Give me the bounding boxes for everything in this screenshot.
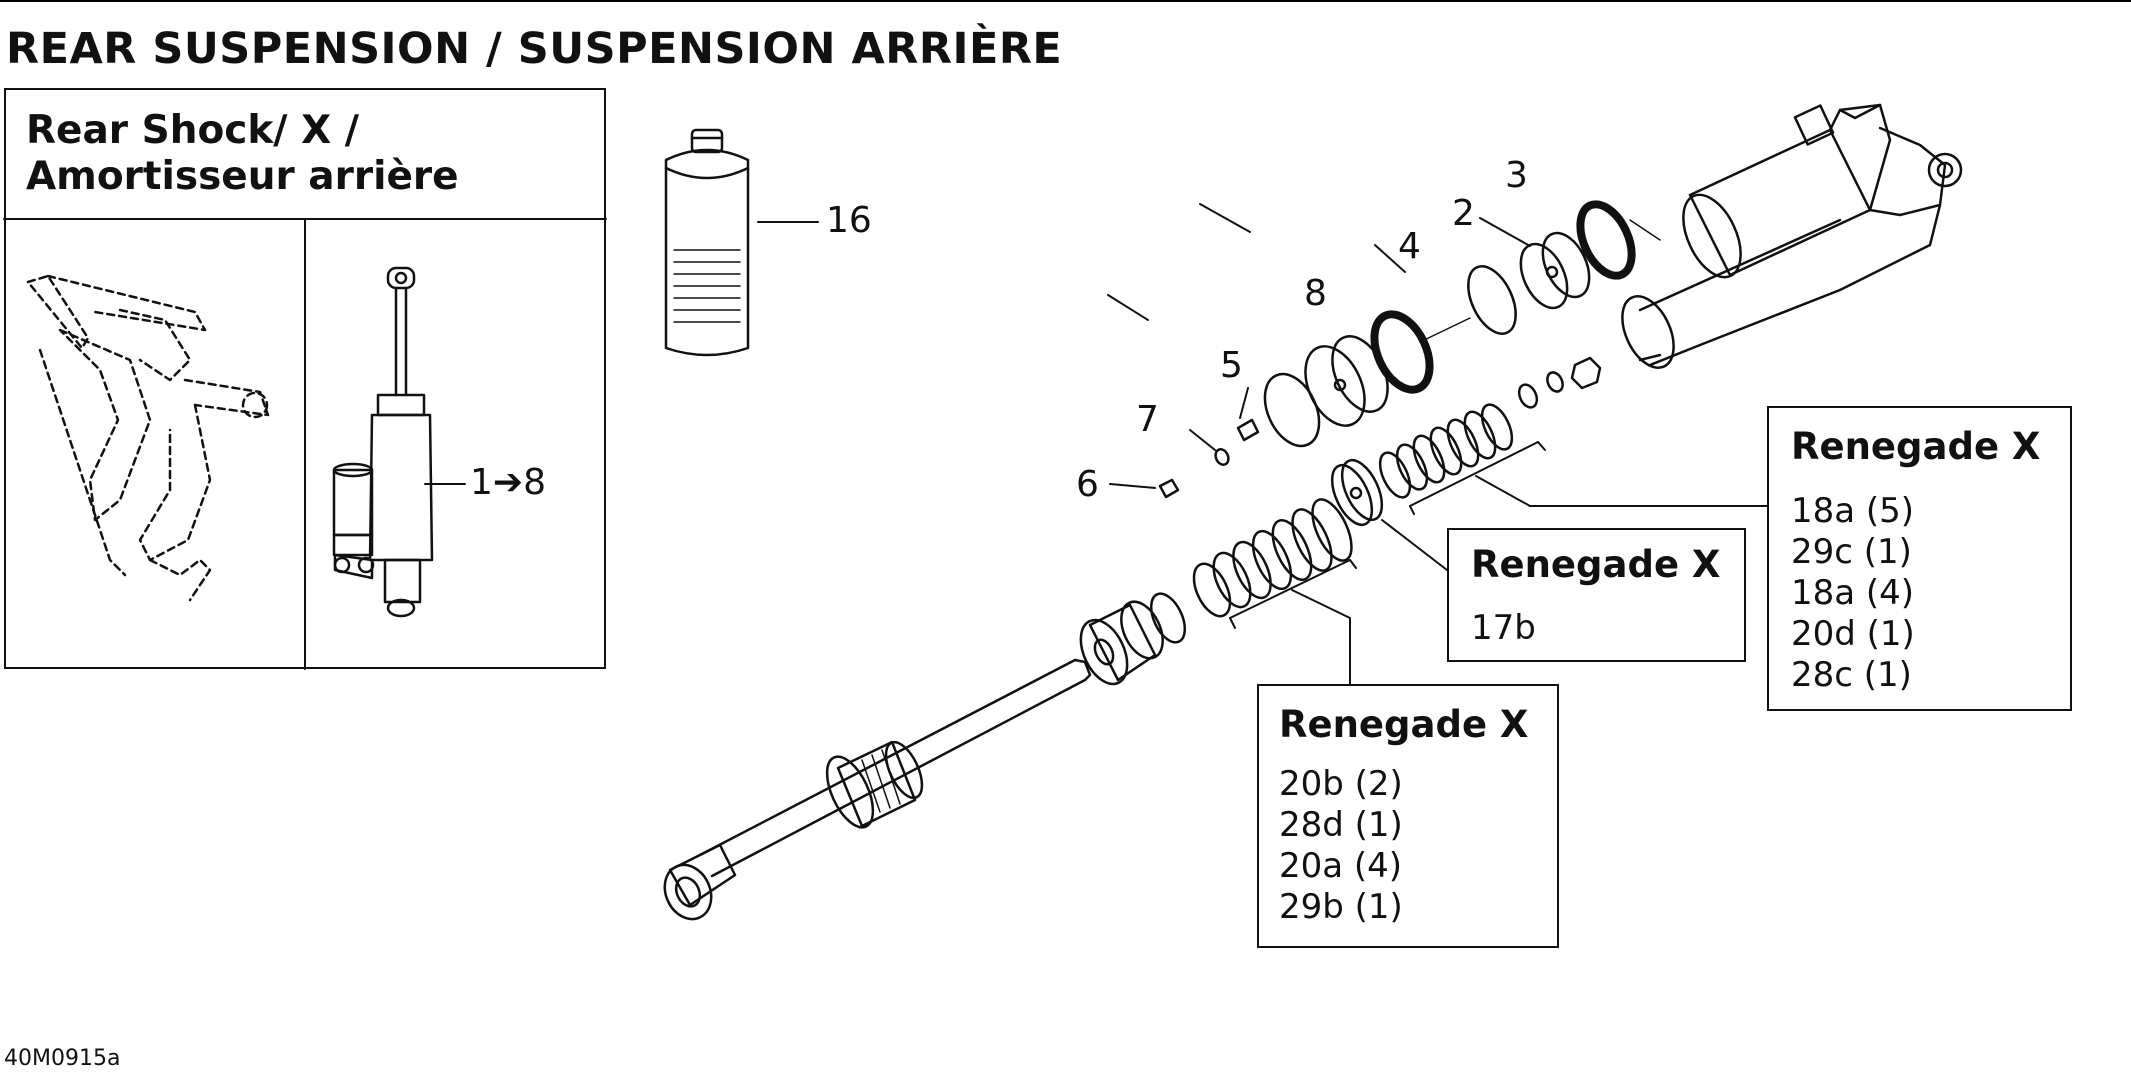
frame-outline-icon xyxy=(26,274,270,602)
kit-part: 20d (1) xyxy=(1791,614,1915,654)
shock-body-icon xyxy=(1621,103,1963,369)
reference-title-line1: Rear Shock/ X / xyxy=(26,108,360,153)
callout-5: 5 xyxy=(1220,345,1243,386)
callout-1-8: 1➔8 xyxy=(470,462,546,503)
assembly-axis-line xyxy=(1419,317,1471,343)
kit-box-piston: Renegade X 17b xyxy=(1447,528,1746,662)
assembly-axis-line xyxy=(1629,219,1661,241)
kit-part: 28d (1) xyxy=(1279,805,1403,845)
washer-icon xyxy=(1517,383,1539,409)
o-ring-icon xyxy=(1370,310,1434,394)
callout-3: 3 xyxy=(1505,155,1528,196)
top-rule xyxy=(0,0,2131,2)
shock-oil-bottle-icon xyxy=(664,128,819,357)
piston-icon xyxy=(1330,458,1384,527)
leader-lines xyxy=(424,203,1768,685)
shock-reference-icon xyxy=(332,266,434,618)
callout-6: 6 xyxy=(1076,464,1099,505)
valve-core-icon xyxy=(1236,418,1260,442)
callout-4: 4 xyxy=(1398,226,1421,267)
floating-piston-icon xyxy=(1304,335,1389,427)
kit-part: 20b (2) xyxy=(1279,764,1403,804)
callout-16: 16 xyxy=(826,200,872,241)
valve-cap-icon xyxy=(1158,478,1180,499)
diaphragm-icon xyxy=(1263,372,1321,448)
kit-part: 29c (1) xyxy=(1791,532,1912,572)
rod-guide-icon xyxy=(1079,600,1164,686)
nut-icon xyxy=(1570,356,1602,390)
rebound-shim-stack-icon xyxy=(1378,403,1514,499)
kit-part: 17b xyxy=(1471,608,1536,648)
washer-icon xyxy=(1149,592,1187,644)
callout-7: 7 xyxy=(1136,399,1159,440)
kit-part: 18a (4) xyxy=(1791,573,1915,613)
callout-2: 2 xyxy=(1452,193,1475,234)
reference-title-line2: Amortisseur arrière xyxy=(26,154,459,199)
kit-box-rebound: Renegade X 18a (5) 29c (1) 18a (4) 20d (… xyxy=(1767,406,2072,711)
kit-part: 18a (5) xyxy=(1791,491,1915,531)
page-title: REAR SUSPENSION / SUSPENSION ARRIÈRE xyxy=(6,24,1063,74)
compression-shim-stack-icon xyxy=(1192,498,1353,618)
diaphragm-icon xyxy=(1467,265,1517,335)
figure-code: 40M0915a xyxy=(4,1046,121,1071)
kit-title: Renegade X xyxy=(1791,425,2041,468)
kit-box-compression: Renegade X 20b (2) 28d (1) 20a (4) 29b (… xyxy=(1257,684,1559,948)
kit-part: 28c (1) xyxy=(1791,655,1912,695)
o-ring-small-icon xyxy=(1214,448,1230,466)
washer-icon xyxy=(1546,371,1564,393)
callout-8: 8 xyxy=(1304,273,1327,314)
kit-part: 29b (1) xyxy=(1279,887,1403,927)
piston-rod-icon xyxy=(663,658,1092,921)
o-ring-icon xyxy=(1576,200,1636,280)
kit-part: 20a (4) xyxy=(1279,846,1403,886)
kit-title: Renegade X xyxy=(1279,703,1529,746)
kit-title: Renegade X xyxy=(1471,543,1721,586)
